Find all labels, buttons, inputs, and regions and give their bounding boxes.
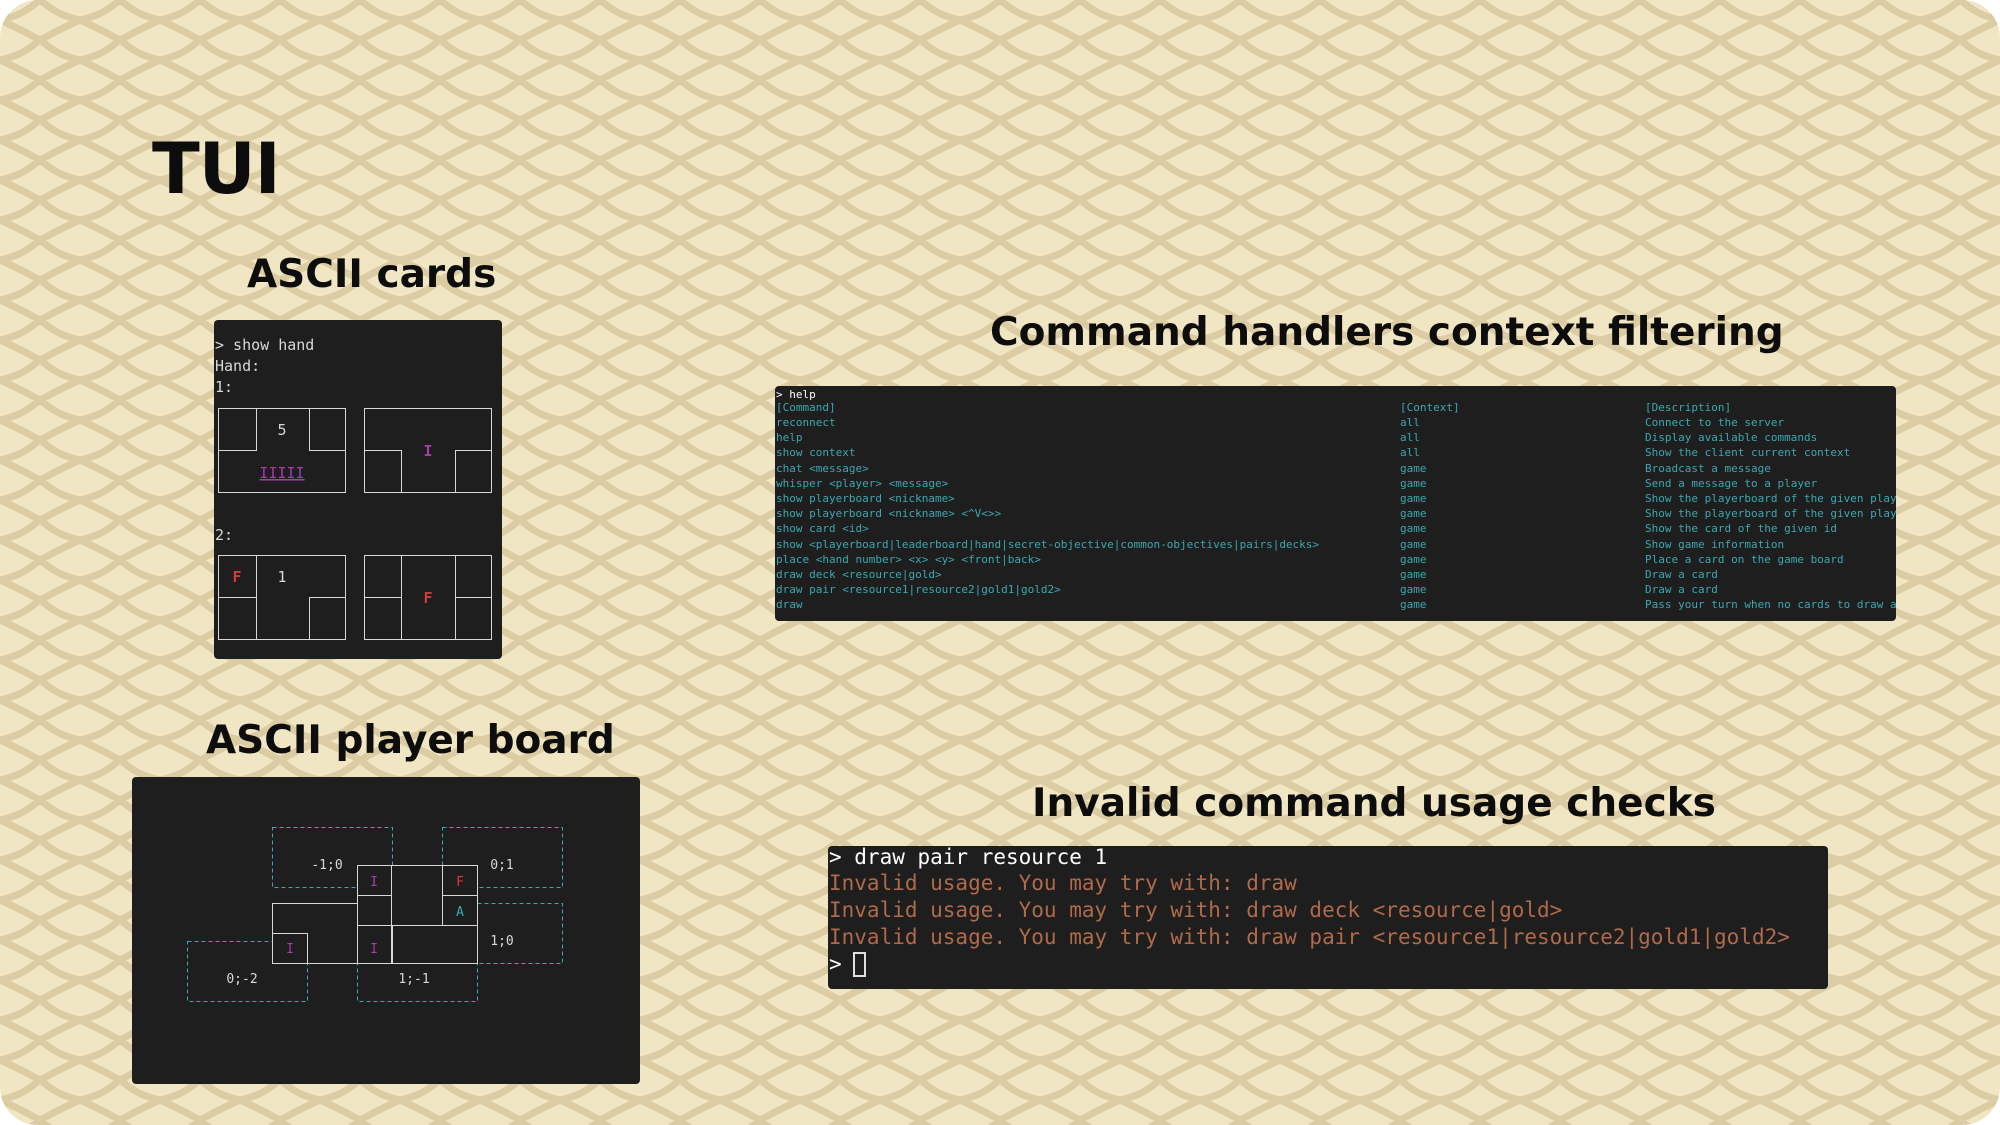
help-row-context: game <box>1400 492 1427 505</box>
help-row-description: Draw a card <box>1645 568 1718 581</box>
hand-label: Hand: <box>215 357 261 375</box>
help-row-description: Show the card of the given id <box>1645 522 1838 536</box>
slot-0-minus2 <box>187 941 308 1002</box>
help-row-command: show playerboard <nickname> <^V<>> <box>776 507 1002 521</box>
help-row-description: Show the playerboard of the given player <box>1645 507 1896 521</box>
board-symbol-a: A <box>456 905 464 920</box>
command-line: > show hand <box>215 336 315 354</box>
help-row-description: Show the client current context <box>1645 446 1851 460</box>
card-2-back-symbol: F <box>423 589 432 607</box>
help-row-command: place <hand number> <x> <y> <front|back> <box>776 552 1041 566</box>
card-2-corner: F <box>232 568 241 586</box>
card-index-2: 2: <box>215 526 234 544</box>
help-row-context: game <box>1400 552 1427 566</box>
help-row-command: whisper <player> <message> <box>776 476 949 490</box>
coord-minus1-0: -1;0 <box>311 858 342 873</box>
help-row-description: Broadcast a message <box>1645 461 1771 475</box>
help-row-context: all <box>1400 431 1420 445</box>
help-row-command: show playerboard <nickname> <box>776 492 955 505</box>
help-row-context: game <box>1400 522 1427 536</box>
error-line: Invalid usage. You may try with: draw pa… <box>829 925 1790 949</box>
help-row-command: show <playerboard|leaderboard|hand|secre… <box>776 537 1320 551</box>
help-row-command: chat <message> <box>776 461 869 475</box>
board-symbol-f: F <box>456 875 464 890</box>
card-index-1: 1: <box>215 378 234 396</box>
header-context: [Context] <box>1400 401 1460 414</box>
board-symbol-i-center: I <box>370 942 378 957</box>
help-row-context: game <box>1400 598 1427 612</box>
help-row-command: reconnect <box>776 416 836 429</box>
text-cursor[interactable] <box>853 952 866 977</box>
help-row-context: game <box>1400 507 1427 521</box>
help-row-context: game <box>1400 568 1427 581</box>
help-row-description: Pass your turn when no cards to draw are… <box>1645 598 1896 612</box>
help-row-description: Place a card on the game board <box>1645 552 1844 566</box>
ascii-cards-drawing: 5 IIIII I F 1 F <box>218 408 492 640</box>
coord-1-0: 1;0 <box>490 934 513 949</box>
help-prompt: > help <box>776 388 816 401</box>
help-row-context: game <box>1400 583 1427 597</box>
header-command: [Command] <box>776 401 836 414</box>
command-filtering-heading: Command handlers context filtering <box>990 310 1784 355</box>
help-row-description: Show game information <box>1645 537 1785 551</box>
help-row-command: draw pair <resource1|resource2|gold1|gol… <box>776 583 1061 597</box>
coord-0-1: 0;1 <box>490 858 513 873</box>
error-line: Invalid usage. You may try with: draw <box>829 871 1297 895</box>
help-row-command: draw <box>776 598 803 612</box>
help-row-description: Show the playerboard of the given player <box>1645 492 1896 505</box>
invalid-usage-heading: Invalid command usage checks <box>1032 781 1716 826</box>
help-row-command: show card <id> <box>776 522 869 536</box>
help-row-context: game <box>1400 476 1427 490</box>
slide-title: TUI <box>152 128 281 210</box>
slot-minus1-0 <box>272 827 393 888</box>
help-row-context: game <box>1400 537 1427 551</box>
help-row-command: help <box>776 431 803 445</box>
player-board-heading: ASCII player board <box>206 718 615 763</box>
help-row-command: show context <box>776 446 856 460</box>
slot-0-1 <box>442 827 563 888</box>
board-symbol-i-top: I <box>370 875 378 890</box>
help-row-description: Connect to the server <box>1645 416 1785 429</box>
coord-1-minus1: 1;-1 <box>398 972 429 987</box>
help-row-context: all <box>1400 446 1420 460</box>
input-prompt: > <box>829 952 842 976</box>
card-1-points: 5 <box>277 421 286 439</box>
help-row-context: all <box>1400 416 1420 429</box>
entered-command: > draw pair resource 1 <box>829 846 1108 869</box>
coord-0-minus2: 0;-2 <box>226 972 257 987</box>
help-row-context: game <box>1400 461 1427 475</box>
player-board-drawing: -1;0 0;1 1;0 0;-2 1;-1 I F A I I <box>187 827 563 1002</box>
error-line: Invalid usage. You may try with: draw de… <box>829 898 1563 922</box>
card-1-requirement: IIIII <box>259 464 304 482</box>
help-row-description: Display available commands <box>1645 431 1818 445</box>
header-description: [Description] <box>1645 401 1732 414</box>
help-row-description: Draw a card <box>1645 583 1718 597</box>
ascii-cards-terminal: > show hand Hand: 1: 2: <box>214 320 502 659</box>
card-1-back-symbol: I <box>423 442 432 460</box>
help-row-description: Send a message to a player <box>1645 476 1818 490</box>
board-symbol-i-left: I <box>286 942 294 957</box>
card-2-points: 1 <box>277 568 286 586</box>
ascii-cards-heading: ASCII cards <box>247 252 497 297</box>
help-row-command: draw deck <resource|gold> <box>776 568 942 581</box>
player-board-terminal: -1;0 0;1 1;0 0;-2 1;-1 I F A I I <box>132 777 640 1084</box>
invalid-usage-terminal: > draw pair resource 1 Invalid usage. Yo… <box>828 846 1828 989</box>
